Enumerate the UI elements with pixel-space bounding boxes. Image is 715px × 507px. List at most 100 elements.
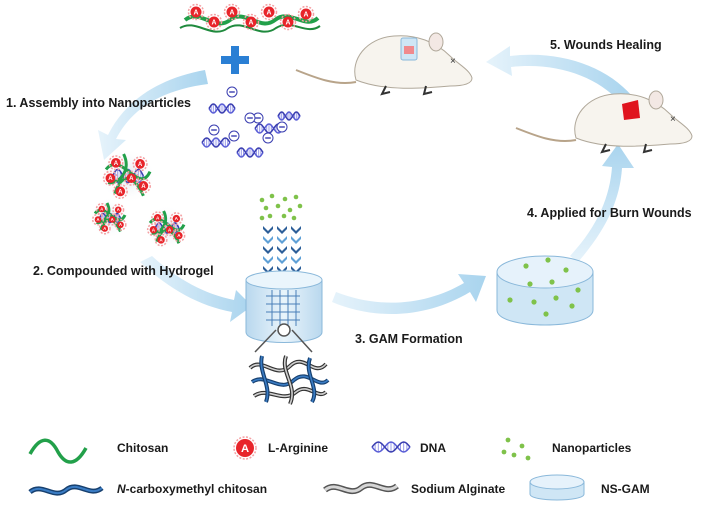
arginine-letter: A [286,19,291,26]
arrow-step4 [570,144,634,262]
arginine-letter: A [111,217,114,222]
arginine-icon: A [98,222,111,235]
magnifier-lines [254,323,313,353]
burn-wound [622,100,640,120]
chevron-icon [291,256,301,264]
nanoparticle-dots-top [259,193,303,221]
minus-icon [262,132,274,144]
chevron-icon [263,246,273,254]
mouse-ear [648,90,664,110]
arginine-icon: A [260,3,278,21]
arrow-step2 [140,256,252,322]
nanoparticle-dot [263,205,269,211]
legend-nanoparticle-dot [501,449,507,455]
arrow-step5 [486,46,632,102]
minus-icon [208,124,220,136]
plus-icon [221,46,249,74]
mouse-body [574,93,693,147]
arginine-icon: A [233,436,257,460]
gam-nanoparticle-dot [523,263,529,269]
arginine-letter: A [138,162,143,168]
nanoparticle-dot [281,213,287,219]
minus-sign-group [208,86,288,144]
legend-dna-label: DNA [420,441,446,455]
chevron-icon [291,246,301,254]
arginine-letter: A [141,184,146,190]
arginine-letter: A [117,207,120,212]
arginine-icon: A [106,213,119,226]
arginine-icon: A [102,170,118,186]
mesh-strand-highlight [260,355,269,403]
nanoparticle-dot [275,203,281,209]
hydrogel-network [248,355,330,405]
arginine-letter: A [97,217,100,222]
arginine-icon: A [112,183,128,199]
gam-nanoparticle-dot [527,281,533,287]
legend-ncmc-italic: N [117,482,126,496]
mouse-healed: × [295,32,473,96]
legend-arginine-swatch: A [233,436,257,460]
mesh-strand-highlight [283,355,293,405]
gam-nanoparticle-dot [563,267,569,273]
arginine-letter: A [156,215,160,220]
arginine-letter: A [103,226,106,231]
arginine-icon: A [187,3,205,21]
hydrogel-cylinder [245,270,323,343]
dna-icon [208,103,236,114]
legend-nsgam-swatch [529,474,585,501]
dna-icon [277,111,301,121]
mouse-icon: × [295,32,473,96]
nanoparticle-dot [267,213,273,219]
mouse-feet [600,143,653,154]
gam-nanoparticle-dot [553,295,559,301]
arginine-icon: A [223,3,241,21]
arginine-icon: A [91,213,105,226]
arginine-icon: A [132,156,148,172]
step1-label: 1. Assembly into Nanoparticles [6,96,192,110]
legend-alginate-swatch [323,481,399,495]
dna-icon [201,137,231,148]
nanoparticle-dot [269,193,275,199]
arginine-icon: A [154,233,168,247]
arginine-letter: A [108,176,113,182]
gam-nanoparticle-dot [543,311,549,317]
mouse-tail [515,127,577,142]
arginine-icon: A [169,212,183,226]
arginine-icon: A [205,13,223,31]
chevron-icon [263,256,273,264]
legend-chitosan-swatch [28,438,88,464]
arginine-icon: A [172,229,186,243]
chevron-icon [277,256,287,264]
arginine-letter: A [152,227,156,232]
gam-nanoparticle-dot [575,287,581,293]
minus-icon [244,112,256,124]
legend-ncmc-label: N-carboxymethyl chitosan [117,482,267,496]
arginine-letter: A [304,11,309,18]
nanoparticle-dot [282,196,288,202]
arginine-letter: A [100,206,103,211]
arginine-icon: A [146,223,160,237]
minus-icon [252,112,264,124]
arginine-letter: A [177,233,181,238]
chevron-icon [263,236,273,244]
mouse-eye: × [670,114,676,125]
arginine-letter: A [168,227,172,232]
arginine-icon: A [112,203,125,216]
gam-nanoparticle-dot [569,303,575,309]
chevron-icon [277,236,287,244]
arginine-letter: A [249,19,254,26]
gam-nanoparticle-dot [531,299,537,305]
arginine-letter: A [129,176,134,182]
nanoparticle-dot [259,197,265,203]
arginine-icon: A [135,178,151,194]
arginine-letter: A [212,19,217,26]
legend-nanoparticle-dot [519,443,525,449]
arginine-icon: A [242,13,260,31]
step5-label: 5. Wounds Healing [550,38,662,52]
